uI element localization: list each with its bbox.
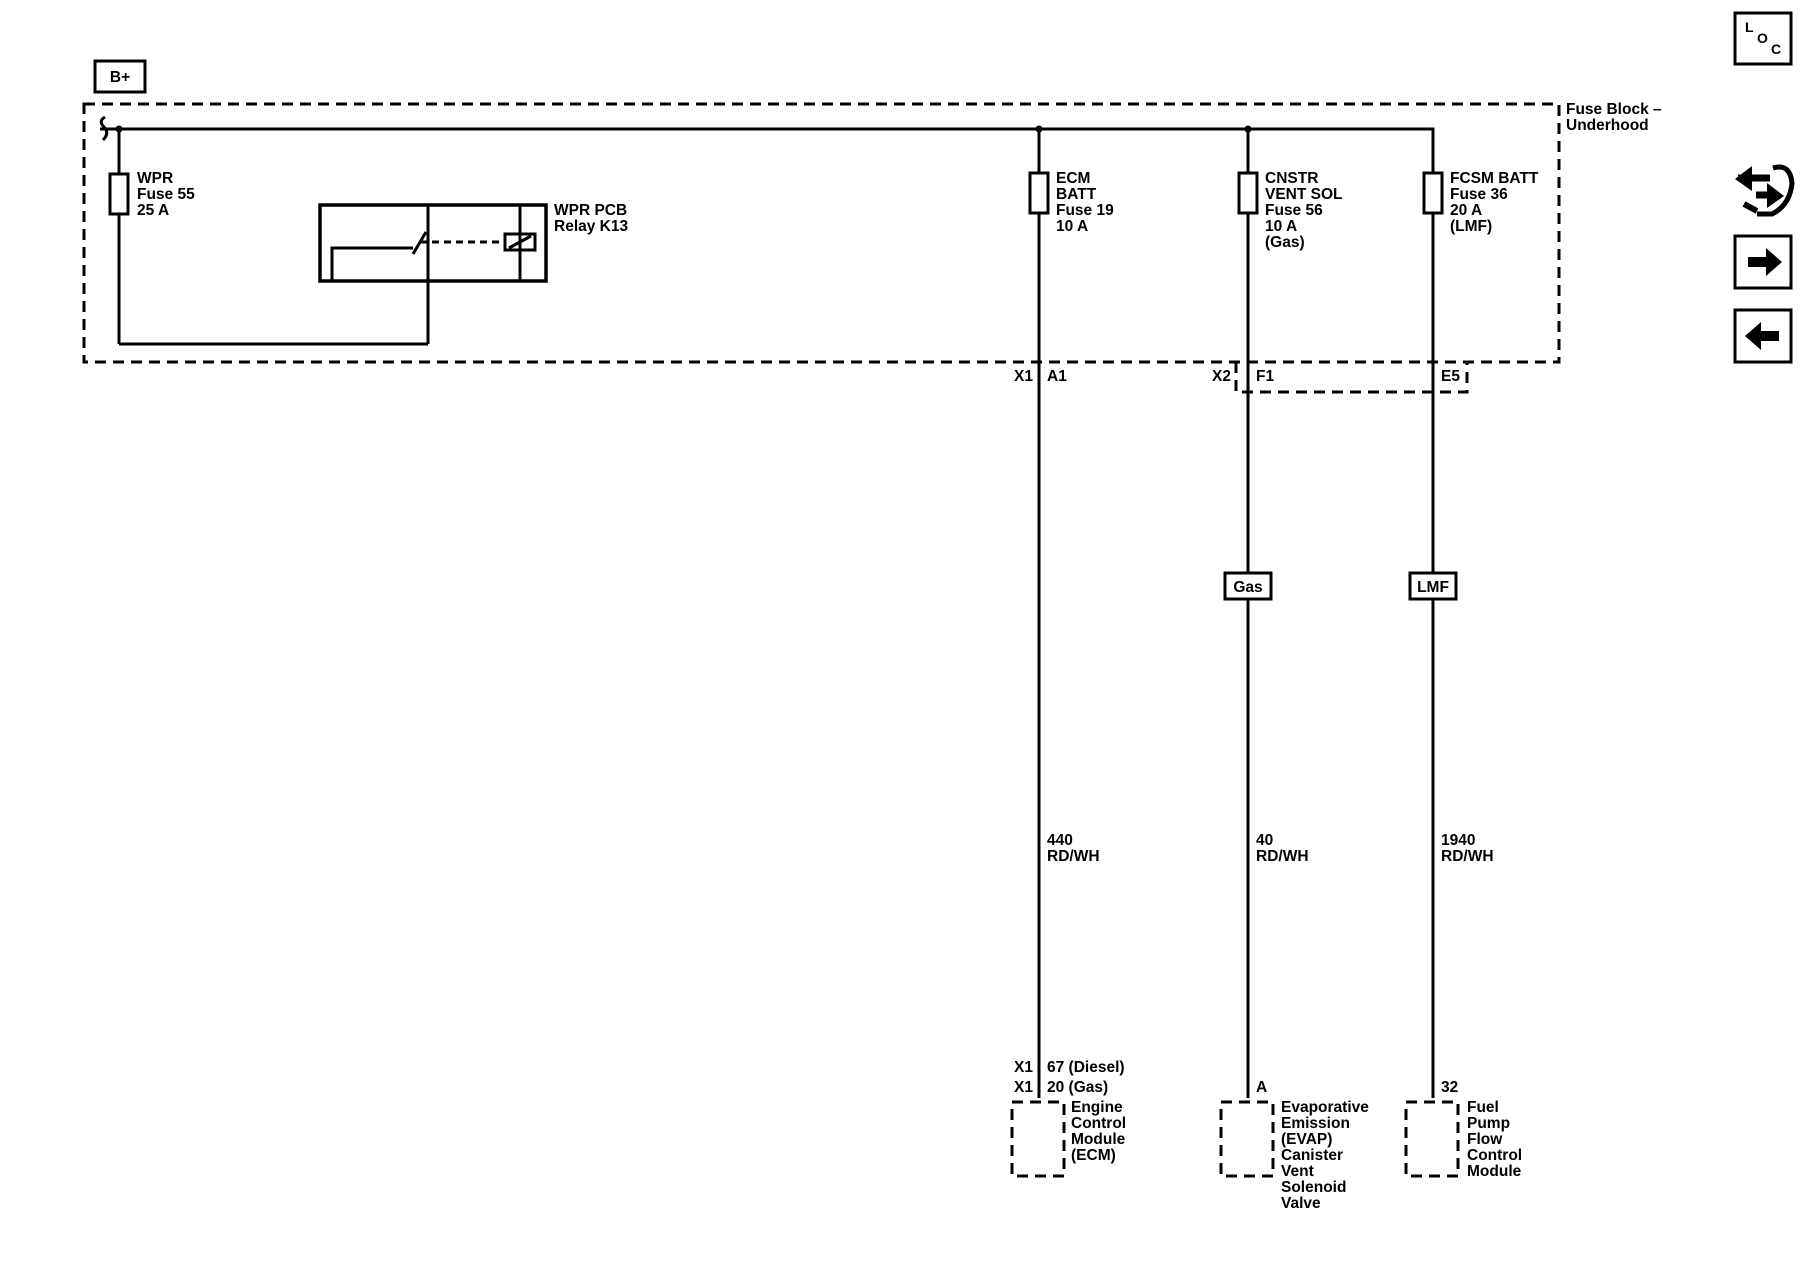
evap-name-line6: Solenoid <box>1281 1179 1346 1196</box>
ecm-fuse-line1: ECM <box>1056 170 1090 187</box>
evap-name-line2: Emission <box>1281 1115 1350 1132</box>
ecm-name-line2: Control <box>1071 1115 1126 1132</box>
fcsm-circuit: FCSM BATT Fuse 36 20 A (LMF) E5 LMF 1940… <box>1248 127 1539 1180</box>
ecm-wire-circuit: 440 <box>1047 832 1073 849</box>
fcsm-fuse-line3: 20 A <box>1450 202 1482 219</box>
evap-name-line3: (EVAP) <box>1281 1131 1332 1148</box>
arrow-right-icon[interactable] <box>1733 234 1793 290</box>
cnstr-fuse-line4: 10 A <box>1265 218 1297 235</box>
relay-label-line2: Relay K13 <box>554 218 628 235</box>
evap-block-pin: F1 <box>1256 368 1274 385</box>
evap-name-line4: Canister <box>1281 1147 1343 1164</box>
fcsm-component-pin: 32 <box>1441 1079 1458 1096</box>
svg-text:O: O <box>1757 30 1768 46</box>
fcsm-fuse-line4: (LMF) <box>1450 218 1492 235</box>
cnstr-fuse-line3: Fuse 56 <box>1265 202 1323 219</box>
ecm-name-line1: Engine <box>1071 1099 1123 1116</box>
fcsm-block-pin: E5 <box>1441 368 1460 385</box>
relay-label-line1: WPR PCB <box>554 202 627 219</box>
cnstr-fuse-line2: VENT SOL <box>1265 186 1343 203</box>
cnstr-fuse-line5: (Gas) <box>1265 234 1305 251</box>
ecm-circuit: ECM BATT Fuse 19 10 A X1 A1 440 RD/WH X1… <box>1010 129 1126 1178</box>
fuse-block-underhood: Fuse Block – Underhood <box>82 101 1662 364</box>
fcsm-name-line5: Module <box>1467 1163 1522 1180</box>
fcsm-fuse-line1: FCSM BATT <box>1450 170 1539 187</box>
fcsm-wire-color: RD/WH <box>1441 848 1494 865</box>
evap-wire-circuit: 40 <box>1256 832 1273 849</box>
lmf-option-box <box>1408 571 1458 601</box>
evap-block-connector: X2 <box>1212 368 1231 385</box>
ecm-wire-color: RD/WH <box>1047 848 1100 865</box>
fcsm-wire-circuit: 1940 <box>1441 832 1475 849</box>
arrow-left-icon[interactable] <box>1733 308 1793 364</box>
battery-positive-source: B+ <box>93 59 147 94</box>
fuse-block-label-line1: Fuse Block – <box>1566 101 1662 118</box>
wiper-fuse-circuit: WPR Fuse 55 25 A <box>108 129 428 346</box>
ecm-pin-2: 20 (Gas) <box>1047 1079 1108 1096</box>
battery-bus-bar <box>99 115 1433 142</box>
evap-name-line1: Evaporative <box>1281 1099 1369 1116</box>
ecm-fuse-line3: Fuse 19 <box>1056 202 1114 219</box>
lmf-option-label: LMF <box>1417 579 1449 596</box>
ecm-block-pin: A1 <box>1047 368 1067 385</box>
fcsm-component-box <box>1404 1100 1460 1178</box>
ecm-fuse-line4: 10 A <box>1056 218 1088 235</box>
gas-option-label: Gas <box>1233 579 1262 596</box>
evap-circuit: CNSTR VENT SOL Fuse 56 10 A (Gas) X2 F1 … <box>1212 129 1369 1212</box>
ecm-name-line4: (ECM) <box>1071 1147 1116 1164</box>
evap-name-line5: Vent <box>1281 1163 1314 1180</box>
evap-component-box <box>1219 1100 1275 1178</box>
battery-positive-label: B+ <box>110 69 130 86</box>
svg-text:L: L <box>1745 19 1754 35</box>
wpr-pcb-relay: WPR PCB Relay K13 <box>318 202 628 344</box>
cnstr-fuse-line1: CNSTR <box>1265 170 1318 187</box>
bus-entry-hook <box>99 115 109 142</box>
connector-view-icon[interactable] <box>1735 164 1795 217</box>
fcsm-fuse-line2: Fuse 36 <box>1450 186 1508 203</box>
ecm-conn-2: X1 <box>1014 1079 1033 1096</box>
wpr-fuse-line2: Fuse 55 <box>137 186 195 203</box>
fcsm-name-line1: Fuel <box>1467 1099 1499 1116</box>
fcsm-name-line3: Flow <box>1467 1131 1503 1148</box>
ecm-conn-1: X1 <box>1014 1059 1033 1076</box>
ecm-component-box <box>1010 1100 1066 1178</box>
fcsm-name-line2: Pump <box>1467 1115 1510 1132</box>
wpr-fuse-line3: 25 A <box>137 202 169 219</box>
ecm-block-connector: X1 <box>1014 368 1033 385</box>
fuse-block-label-line2: Underhood <box>1566 117 1649 134</box>
wpr-fuse-line1: WPR <box>137 170 173 187</box>
loc-icon[interactable]: L O C <box>1733 11 1793 66</box>
gas-option-box <box>1223 571 1273 601</box>
evap-component-pin: A <box>1256 1079 1267 1096</box>
evap-name-line7: Valve <box>1281 1195 1321 1212</box>
x2-connector-outline <box>1234 362 1469 394</box>
ecm-name-line3: Module <box>1071 1131 1126 1148</box>
ecm-fuse-line2: BATT <box>1056 186 1097 203</box>
evap-wire-color: RD/WH <box>1256 848 1309 865</box>
ecm-pin-1: 67 (Diesel) <box>1047 1059 1125 1076</box>
svg-text:C: C <box>1771 41 1781 57</box>
fcsm-name-line4: Control <box>1467 1147 1522 1164</box>
